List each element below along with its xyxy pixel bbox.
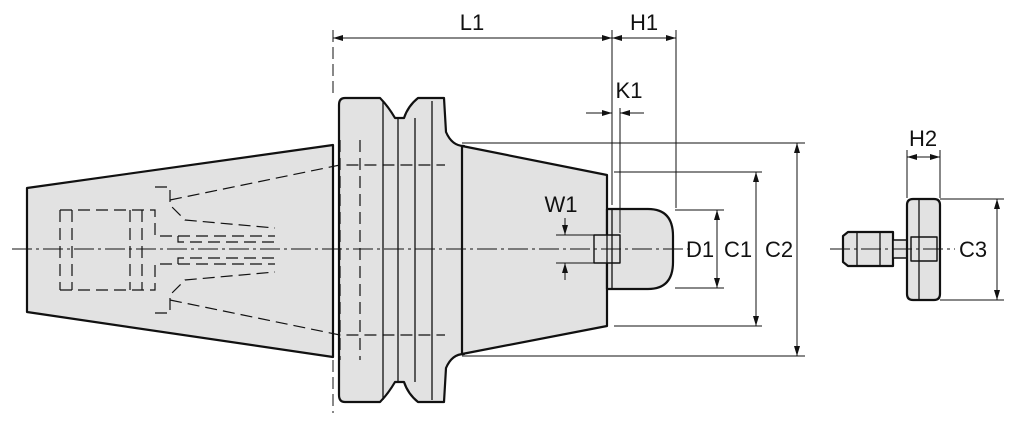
dimension-lines	[333, 35, 800, 356]
tool-holder	[12, 96, 690, 404]
retention-screw	[830, 150, 1004, 302]
hidden-through-bore	[169, 140, 445, 360]
label-l1: L1	[460, 10, 484, 35]
label-h1: H1	[630, 10, 658, 35]
label-d1: D1	[686, 237, 714, 262]
dimension-labels: L1 H1 K1 W1 D1 C1 C2 H2 C3	[460, 10, 987, 262]
label-c3: C3	[959, 237, 987, 262]
neck-cone	[460, 144, 609, 356]
taper-shank	[25, 143, 335, 359]
label-c2: C2	[765, 237, 793, 262]
hidden-bore	[59, 186, 276, 314]
label-c1: C1	[724, 237, 752, 262]
label-h2: H2	[909, 126, 937, 151]
label-k1: K1	[616, 78, 643, 103]
flange	[337, 96, 466, 404]
label-w1: W1	[545, 192, 578, 217]
